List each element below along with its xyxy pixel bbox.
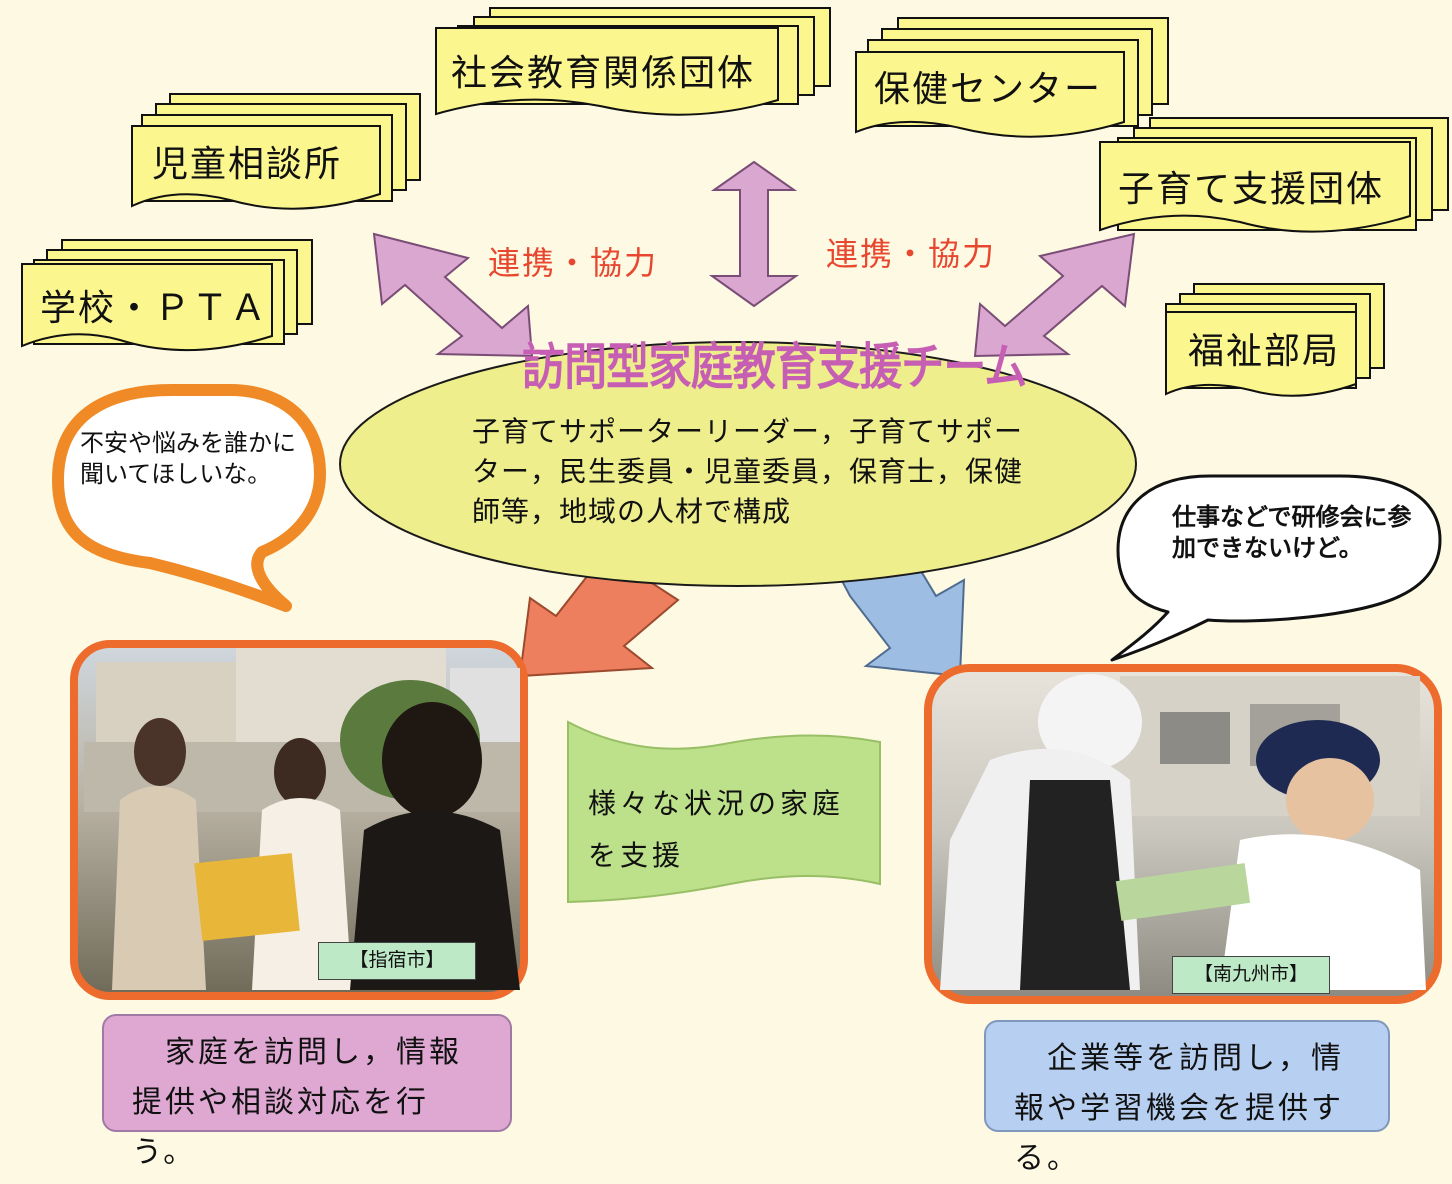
org-child-guidance: 児童相談所 bbox=[152, 144, 343, 185]
arrow-to-social-education bbox=[708, 160, 800, 308]
note-stack-welfare bbox=[1165, 283, 1385, 397]
bubble-left-shape bbox=[52, 384, 326, 612]
company-visit-box: 企業等を訪問し，情報や学習機会を提供する。 bbox=[984, 1020, 1390, 1176]
bubble-right-text: 仕事などで研修会に参加できないけど。 bbox=[1172, 503, 1412, 562]
arrow-to-child-support bbox=[973, 232, 1136, 358]
note-stack-social-education bbox=[435, 7, 831, 116]
team-members: 子育てサポーターリーダー，子育てサポーター，民生委員・児童委員，保育士，保健師等… bbox=[472, 415, 1024, 528]
note-stack-school-pta bbox=[21, 239, 313, 352]
photo-caption-minamikyushu: 【南九州市】 bbox=[1172, 956, 1330, 994]
org-school-pta: 学校・ＰＴＡ bbox=[40, 288, 269, 329]
org-social-education: 社会教育関係団体 bbox=[451, 53, 756, 94]
arrow-to-child-guidance bbox=[372, 232, 534, 358]
photo-home-visit bbox=[70, 640, 528, 1000]
note-stack-health-center bbox=[855, 17, 1169, 138]
team-ellipse bbox=[339, 341, 1137, 587]
support-banner-text: 様々な状況の家庭を支援 bbox=[588, 787, 845, 872]
collaboration-label-left: 連携・協力 bbox=[488, 244, 659, 282]
team-title: 訪問型家庭教育支援チーム bbox=[522, 338, 1027, 396]
org-health-center: 保健センター bbox=[874, 69, 1103, 110]
org-welfare: 福祉部局 bbox=[1188, 331, 1341, 372]
bubble-right-shape bbox=[1110, 474, 1442, 662]
note-stack-child-guidance bbox=[131, 93, 421, 210]
photo-caption-ibusuki: 【指宿市】 bbox=[318, 942, 476, 980]
note-stack-child-support bbox=[1099, 117, 1449, 233]
diagram-canvas bbox=[21, 7, 1449, 1004]
bubble-left-text: 不安や悩みを誰かに聞いてほしいな。 bbox=[80, 429, 296, 488]
collaboration-label-right: 連携・協力 bbox=[826, 235, 997, 273]
org-child-support: 子育て支援団体 bbox=[1118, 169, 1385, 210]
support-banner-shape bbox=[567, 720, 881, 904]
home-visit-box: 家庭を訪問し，情報提供や相談対応を行う。 bbox=[102, 1014, 512, 1170]
photo-company-visit bbox=[924, 664, 1442, 1004]
